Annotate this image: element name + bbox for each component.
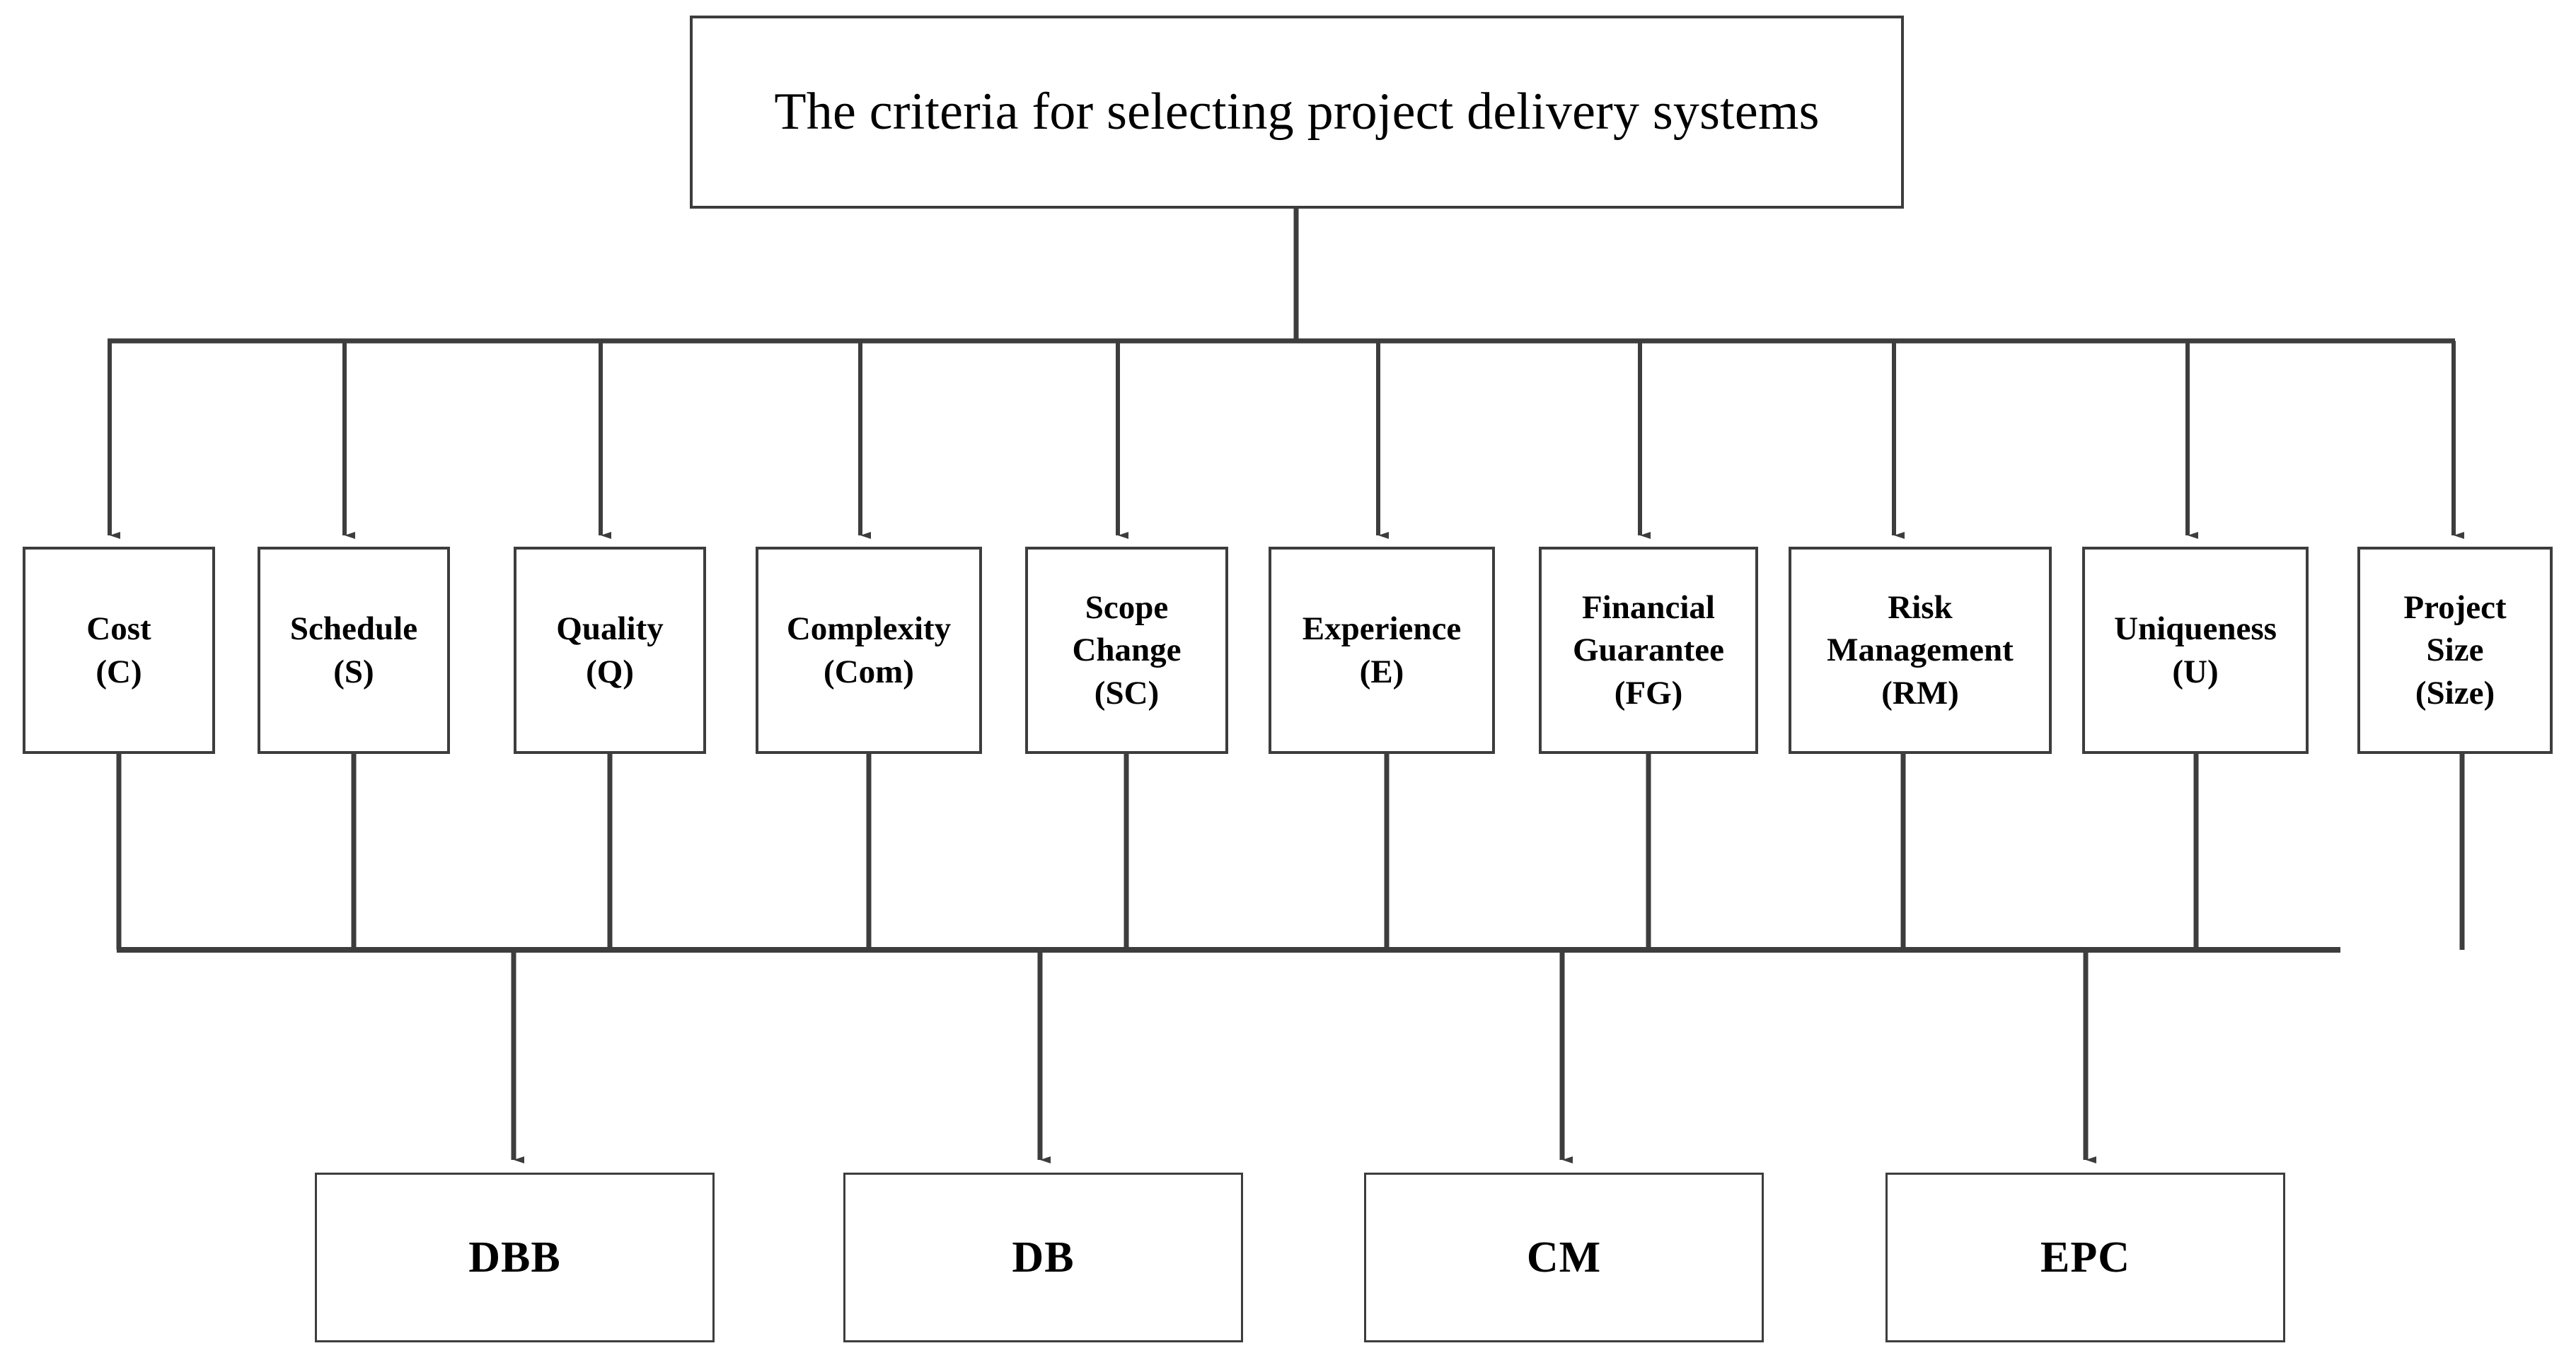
- criteria-box-quality[interactable]: Quality (Q): [514, 547, 706, 754]
- criteria-label-financial-guarantee: Financial Guarantee (FG): [1572, 589, 1725, 711]
- delivery-system-box-cm[interactable]: CM: [1364, 1173, 1764, 1342]
- criteria-box-experience[interactable]: Experience (E): [1269, 547, 1495, 754]
- criteria-label-risk-management: Risk Management (RM): [1827, 589, 2014, 711]
- criteria-box-schedule[interactable]: Schedule (S): [258, 547, 450, 754]
- page-title: The criteria for selecting project deliv…: [774, 82, 1820, 141]
- criteria-box-risk-management[interactable]: Risk Management (RM): [1789, 547, 2052, 754]
- criteria-label-project-size: Project Size (Size): [2403, 589, 2507, 711]
- delivery-system-label-epc: EPC: [2040, 1233, 2130, 1282]
- root-title-box: The criteria for selecting project deliv…: [690, 16, 1904, 209]
- criteria-label-experience: Experience (E): [1302, 610, 1462, 690]
- criteria-box-project-size[interactable]: Project Size (Size): [2357, 547, 2553, 754]
- delivery-system-box-dbb[interactable]: DBB: [315, 1173, 715, 1342]
- criteria-label-cost: Cost (C): [86, 610, 151, 690]
- criteria-box-financial-guarantee[interactable]: Financial Guarantee (FG): [1539, 547, 1758, 754]
- criteria-box-uniqueness[interactable]: Uniqueness (U): [2082, 547, 2309, 754]
- criteria-box-complexity[interactable]: Complexity (Com): [756, 547, 982, 754]
- criteria-label-schedule: Schedule (S): [289, 610, 418, 690]
- criteria-label-quality: Quality (Q): [556, 610, 664, 690]
- criteria-box-scope-change[interactable]: Scope Change (SC): [1025, 547, 1228, 754]
- criteria-label-uniqueness: Uniqueness (U): [2114, 610, 2277, 690]
- criteria-box-cost[interactable]: Cost (C): [23, 547, 215, 754]
- delivery-system-label-cm: CM: [1526, 1233, 1602, 1282]
- criteria-label-scope-change: Scope Change (SC): [1072, 589, 1182, 711]
- delivery-system-box-epc[interactable]: EPC: [1885, 1173, 2285, 1342]
- criteria-label-complexity: Complexity (Com): [786, 610, 952, 690]
- delivery-system-label-db: DB: [1012, 1233, 1075, 1282]
- delivery-system-label-dbb: DBB: [468, 1233, 561, 1282]
- delivery-system-box-db[interactable]: DB: [843, 1173, 1243, 1342]
